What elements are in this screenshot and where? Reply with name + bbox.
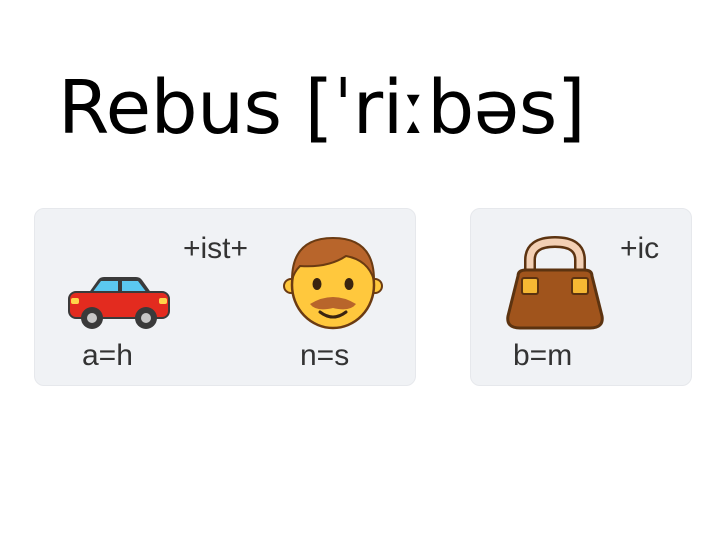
car-icon: [68, 277, 170, 329]
page-title: Rebus [ˈriːbəs]: [58, 65, 586, 151]
icon-label: a=h: [82, 339, 133, 372]
man-face-icon: [283, 236, 383, 330]
connector-label: +ist+: [183, 232, 249, 265]
connector-label: +ic: [620, 232, 660, 265]
icon-label: b=m: [513, 339, 573, 372]
icon-label: n=s: [300, 339, 350, 372]
handbag-icon: [506, 235, 604, 330]
